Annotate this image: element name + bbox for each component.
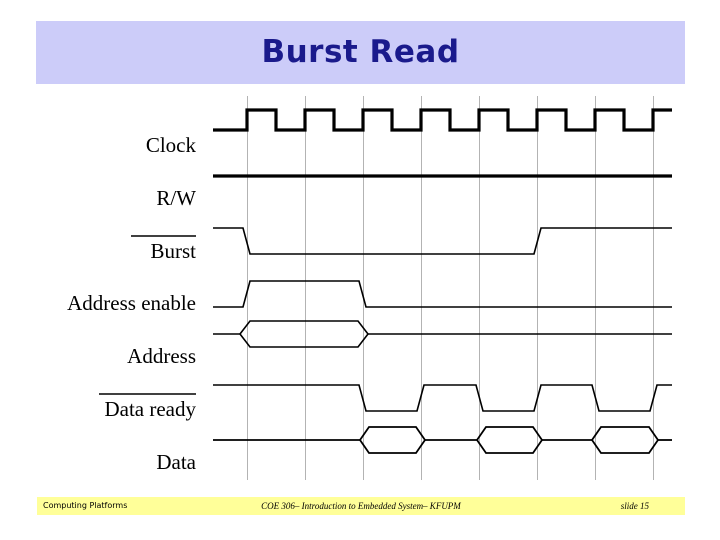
footer-left-text: Computing Platforms	[43, 501, 128, 510]
signal-label-address-enable: Address enable	[67, 291, 196, 315]
waveform-address	[213, 320, 672, 348]
footer-slide-number: slide 15	[620, 501, 649, 511]
signal-label-data-ready: Data ready	[104, 397, 196, 421]
waveform-address-enable	[213, 280, 672, 308]
timing-diagram: Clock R/W Burst Address enable Address D…	[0, 88, 720, 488]
waveform-data	[213, 426, 672, 454]
signal-label-burst: Burst	[150, 239, 196, 263]
waveform-data-ready	[213, 384, 672, 412]
footer-band: Computing Platforms COE 306– Introductio…	[37, 497, 685, 515]
waveform-burst	[213, 227, 672, 255]
waveform-clock	[213, 108, 672, 132]
footer-center-text: COE 306– Introduction to Embedded System…	[261, 501, 461, 511]
signal-label-rw: R/W	[156, 186, 196, 210]
title-band: Burst Read	[36, 21, 685, 84]
signal-label-address: Address	[127, 344, 196, 368]
signal-label-data: Data	[156, 450, 196, 474]
gridlines	[247, 96, 654, 480]
signal-label-clock: Clock	[146, 133, 197, 157]
page-title: Burst Read	[261, 34, 460, 70]
